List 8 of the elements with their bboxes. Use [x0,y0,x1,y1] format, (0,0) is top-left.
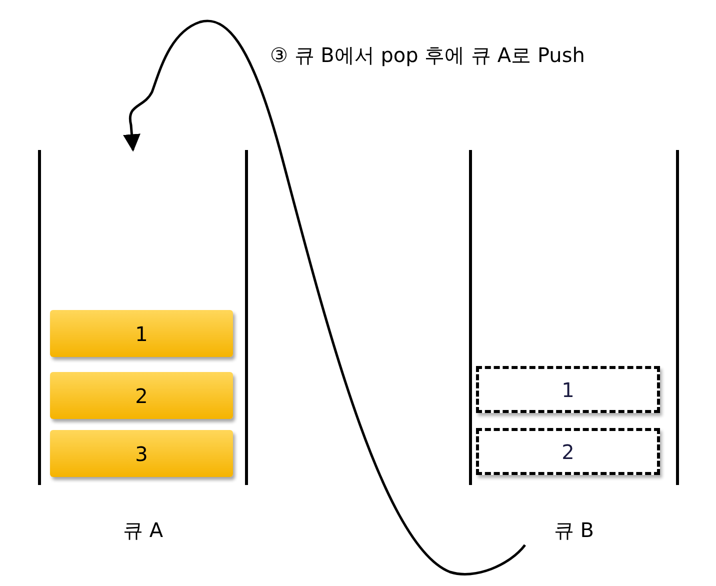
queue-item: 1 [50,310,233,357]
empty-slot: 1 [476,366,660,413]
queue-item: 2 [50,372,233,419]
queue-label: 큐 A [122,517,164,544]
queue-item: 3 [50,430,233,477]
empty-slot: 2 [476,428,660,475]
queue-label: 큐 B [552,517,596,544]
curved-arrow [123,20,526,576]
